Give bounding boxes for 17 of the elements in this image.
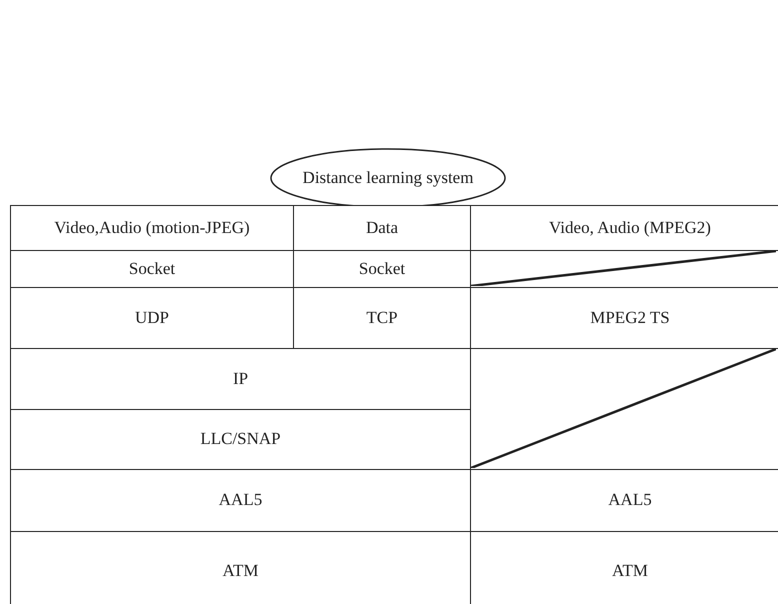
protocol-label: MPEG2 TS	[589, 306, 671, 329]
ellipse-node	[270, 148, 506, 208]
protocol-label: Video,Audio (motion-JPEG)	[53, 216, 251, 239]
protocol-label: AAL5	[607, 489, 653, 512]
protocol-label: TCP	[365, 306, 399, 329]
protocol-label: Data	[364, 216, 400, 239]
protocol-label: ATM	[611, 560, 649, 582]
protocol-label: IP	[232, 368, 250, 390]
protocol-label: Video, Audio (MPEG2)	[548, 216, 712, 239]
protocol-label: LLC/SNAP	[199, 428, 282, 450]
protocol-cell	[10, 205, 294, 251]
system-label: Distance learning system	[302, 168, 474, 188]
protocol-label: Socket	[128, 258, 176, 280]
protocol-label: Socket	[358, 258, 406, 280]
protocol-label: ATM	[222, 560, 260, 582]
protocol-label: AAL5	[218, 489, 264, 512]
protocol-label: UDP	[134, 306, 170, 329]
